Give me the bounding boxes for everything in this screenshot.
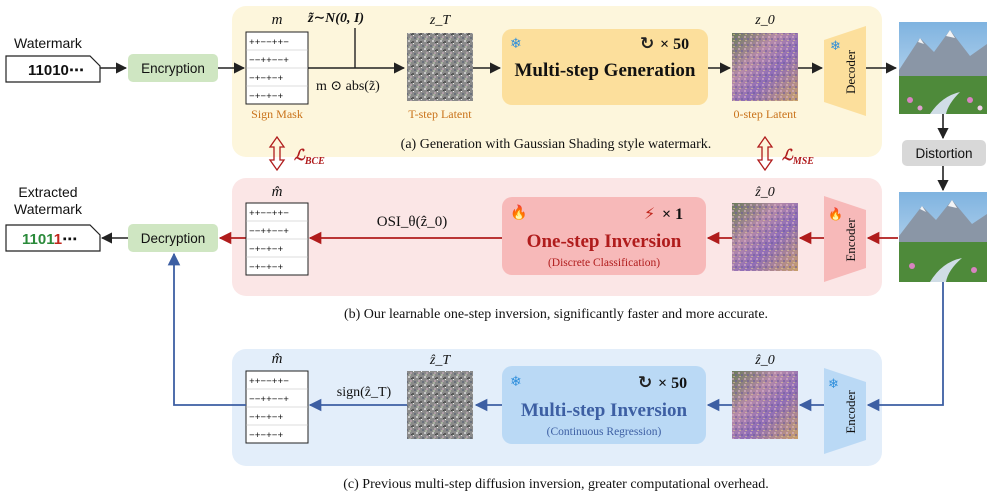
predicted-mask-matrix-b: ++−−++− −−++−−+ −+−+−+ −+−+−+ — [245, 202, 309, 276]
arrow-image-to-encoder-c — [866, 282, 944, 412]
one-step-inversion-box — [502, 197, 706, 275]
svg-text:−−++−−+: −−++−−+ — [249, 55, 289, 66]
multi-step-generation-box — [502, 29, 708, 105]
sign-formula: sign(ẑ_T) — [337, 385, 392, 400]
extracted-label-1: Extracted — [18, 184, 77, 200]
z0-label: z_0 — [754, 13, 774, 28]
encoder-label-c: Encoder — [843, 390, 858, 434]
encryption-label: Encryption — [141, 61, 205, 76]
decryption-box — [128, 224, 218, 252]
zero-step-label: 0-step Latent — [734, 107, 798, 121]
svg-text:−+−+−+: −+−+−+ — [249, 91, 284, 102]
z0-latent-image — [732, 33, 798, 101]
distortion-box — [902, 140, 986, 166]
gen-title: Multi-step Generation — [514, 60, 695, 81]
flame-icon: 🔥 — [828, 207, 843, 221]
svg-text:−+−+−+: −+−+−+ — [249, 73, 284, 84]
noise-formula: z̃∼N(0, I) — [307, 11, 364, 26]
encoder-shape-b — [824, 196, 866, 282]
osi-count: × 1 — [662, 206, 683, 223]
panel-a-caption: (a) Generation with Gaussian Shading sty… — [401, 137, 712, 152]
lightning-icon: ⚡ — [644, 206, 655, 223]
watermark-input-box — [5, 55, 101, 83]
svg-text:++−−++−: ++−−++− — [249, 37, 289, 48]
extracted-label-2: Watermark — [14, 201, 83, 217]
z0-hat-latent-image-b — [732, 203, 798, 271]
t-step-label: T-step Latent — [408, 107, 472, 121]
osi-formula: OSI_θ(ẑ_0) — [377, 214, 448, 230]
extracted-output-box — [5, 224, 101, 252]
snowflake-icon: ❄ — [510, 35, 522, 51]
msi-count: × 50 — [658, 375, 687, 392]
zT-label: z_T — [429, 13, 451, 28]
z0-hat-latent-image-c — [732, 371, 798, 439]
svg-text:−−++−−+: −−++−−+ — [249, 226, 289, 237]
distorted-image — [899, 192, 987, 282]
loop-icon: ↻ — [638, 373, 652, 392]
mse-loss-label: ℒMSE — [782, 148, 814, 167]
svg-text:++−−++−: ++−−++− — [249, 376, 289, 387]
flame-icon: 🔥 — [510, 204, 527, 221]
encoder-label-b: Encoder — [843, 218, 858, 262]
msi-subtitle: (Continuous Regression) — [547, 426, 662, 438]
sign-mask-matrix: ++−−++− −−++−−+ −+−+−+ −+−+−+ — [245, 31, 309, 105]
svg-text:−+−+−+: −+−+−+ — [249, 262, 284, 273]
svg-text:−−++−−+: −−++−−+ — [249, 394, 289, 405]
bce-loss-label: ℒBCE — [294, 148, 325, 167]
svg-text:−+−+−+: −+−+−+ — [249, 430, 284, 441]
panel-b-caption: (b) Our learnable one-step inversion, si… — [344, 307, 768, 322]
zT-hat-noise-image — [407, 371, 473, 439]
zT-noise-image — [407, 33, 473, 101]
sign-mask-label: Sign Mask — [251, 107, 303, 121]
panel-c-caption: (c) Previous multi-step diffusion invers… — [343, 477, 768, 492]
m-label: m — [272, 12, 283, 28]
op-formula: m ⊙ abs(z̃) — [316, 79, 380, 94]
m-hat-label-b: m̂ — [272, 184, 283, 200]
osi-subtitle: (Discrete Classification) — [548, 257, 660, 269]
generated-image — [899, 22, 987, 114]
encryption-box — [128, 54, 218, 82]
osi-title: One-step Inversion — [527, 231, 682, 252]
gen-count: × 50 — [660, 36, 689, 53]
svg-text:−+−+−+: −+−+−+ — [249, 244, 284, 255]
decoder-label: Decoder — [843, 49, 858, 94]
z0-hat-label-c: ẑ_0 — [754, 353, 774, 368]
decoder-shape — [824, 26, 866, 116]
svg-text:−+−+−+: −+−+−+ — [249, 412, 284, 423]
snowflake-icon: ❄ — [510, 373, 522, 389]
bce-loss-arrow — [268, 135, 286, 172]
loop-icon: ↻ — [640, 34, 654, 53]
predicted-mask-matrix-c: ++−−++− −−++−−+ −+−+−+ −+−+−+ — [245, 370, 309, 444]
arrow-mask-c-to-decryption — [167, 252, 246, 406]
watermark-bits: 11010⋯ — [28, 62, 84, 79]
multi-step-inversion-box — [502, 366, 706, 444]
m-hat-label-c: m̂ — [272, 351, 283, 367]
snowflake-icon: ❄ — [828, 376, 839, 391]
extracted-bits: 11011⋯ — [22, 231, 77, 248]
encoder-shape-c — [824, 368, 866, 454]
watermark-label: Watermark — [14, 35, 83, 51]
svg-text:++−−++−: ++−−++− — [249, 208, 289, 219]
msi-title: Multi-step Inversion — [521, 400, 688, 421]
distortion-label: Distortion — [915, 146, 972, 161]
mse-loss-arrow — [756, 135, 774, 172]
snowflake-icon: ❄ — [830, 38, 841, 53]
decryption-label: Decryption — [141, 231, 206, 246]
zT-hat-label: ẑ_T — [429, 353, 451, 368]
z0-hat-label-b: ẑ_0 — [754, 185, 774, 200]
